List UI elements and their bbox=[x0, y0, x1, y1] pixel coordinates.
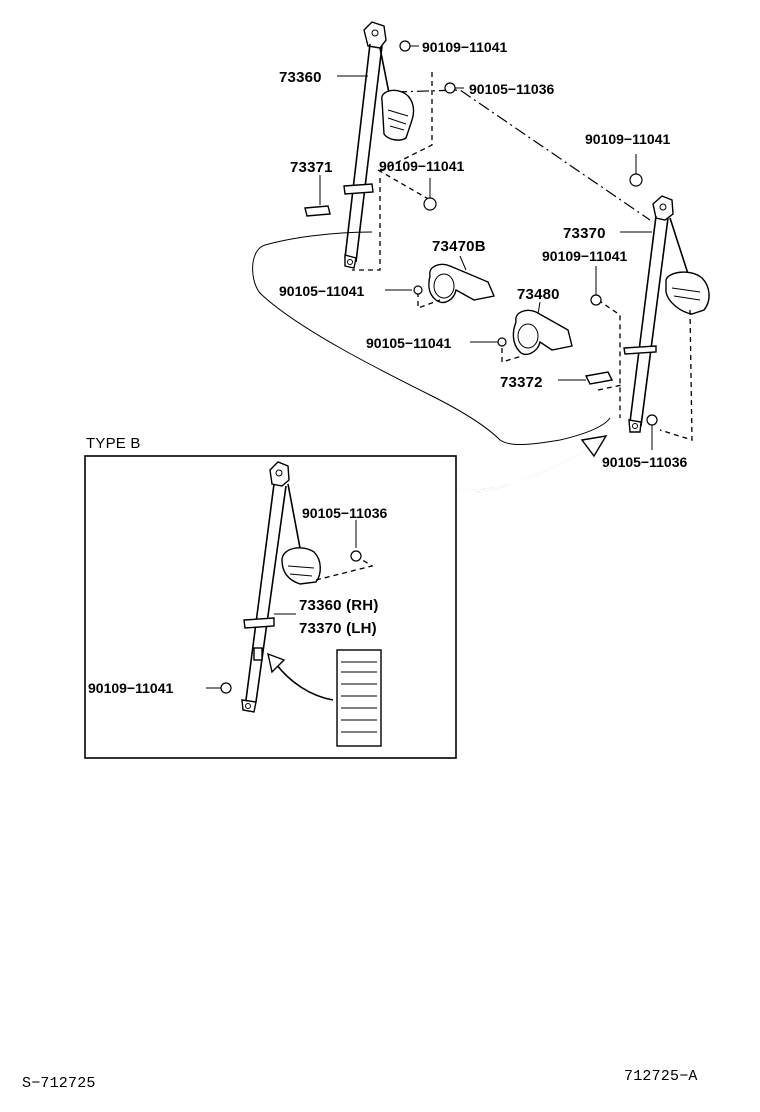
label-bolt-4: 90109−11041 bbox=[379, 158, 464, 174]
type-b-belt bbox=[241, 461, 321, 713]
label-bolt-6: 90105−11041 bbox=[279, 283, 364, 299]
clip-73372 bbox=[558, 371, 614, 385]
label-typeb-lh: 73370 (LH) bbox=[299, 620, 377, 637]
label-73372: 73372 bbox=[500, 374, 543, 391]
label-bolt-1: 90109−11041 bbox=[422, 39, 507, 55]
buckle-73480 bbox=[501, 309, 573, 363]
footer-right-code: 712725−A bbox=[624, 1068, 698, 1085]
leader-lines bbox=[337, 75, 652, 343]
label-typeb-bolt-bottom: 90109−11041 bbox=[88, 680, 173, 696]
label-typeb-bolt-top: 90105−11036 bbox=[302, 505, 387, 521]
buckle-73470B bbox=[417, 263, 495, 309]
label-73360: 73360 bbox=[279, 69, 322, 86]
footer-left-code: S−712725 bbox=[22, 1075, 96, 1092]
type-b-frame bbox=[84, 455, 457, 759]
clip-73371 bbox=[304, 175, 331, 217]
label-bolt-3: 90109−11041 bbox=[585, 131, 670, 147]
bolt-symbols bbox=[399, 40, 658, 450]
label-typeb-rh: 73360 (RH) bbox=[299, 597, 379, 614]
label-bolt-5: 90109−11041 bbox=[542, 248, 627, 264]
label-73370: 73370 bbox=[563, 225, 606, 242]
belt-73370 bbox=[623, 195, 710, 433]
rear-shelf-outline bbox=[252, 89, 651, 445]
type-b-title: TYPE B bbox=[86, 435, 141, 452]
label-73371: 73371 bbox=[290, 159, 333, 176]
label-73480: 73480 bbox=[517, 286, 560, 303]
label-bolt-2: 90105−11036 bbox=[469, 81, 554, 97]
type-b-pointer-arrow bbox=[459, 447, 593, 492]
label-bolt-7: 90105−11041 bbox=[366, 335, 451, 351]
label-bolt-8: 90105−11036 bbox=[602, 454, 687, 470]
belt-label-tag bbox=[336, 649, 382, 747]
label-73470B: 73470B bbox=[432, 238, 486, 255]
belt-73360 bbox=[343, 21, 415, 269]
